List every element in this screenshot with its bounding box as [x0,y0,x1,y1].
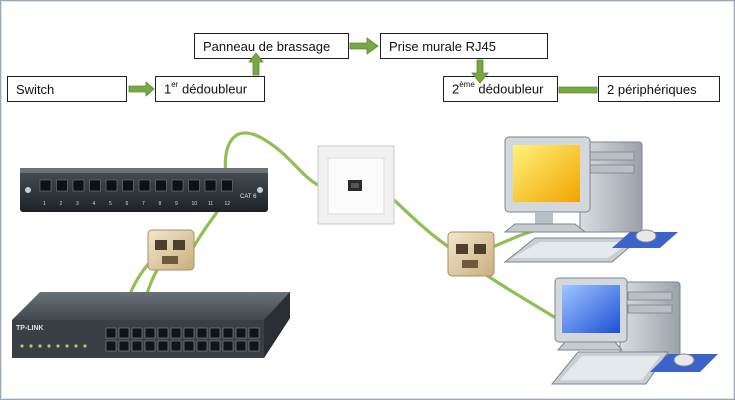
wall-jack-device [317,145,395,225]
switch-port [196,327,208,339]
switch-port [235,327,247,339]
switch-port [157,327,169,339]
switch-led [56,344,60,348]
arrow-splitter2-to-devices [558,86,598,94]
patch-panel-cat-label: CAT 6 [240,194,257,200]
splitter1-coupler [147,229,195,271]
flow-arrows [128,37,598,97]
switch-port [222,327,234,339]
splitter2-coupler [447,231,495,277]
arrow-wall-jack-to-splitter2 [471,59,489,84]
switch-port [131,340,143,352]
splitter2-label: 2ème dédoubleur [452,80,544,97]
patch-panel-port-number: 1 [43,201,46,207]
devices-label: 2 périphériques [607,81,697,97]
switch-led [38,344,42,348]
switch-port [170,340,182,352]
patch-panel-port-number: 11 [208,201,213,207]
patch-panel-port [105,179,118,192]
switch-port [105,327,117,339]
switch-port [131,327,143,339]
switch-brand-label: TP-LINK [16,325,44,332]
patch-panel-port-number: 12 [225,201,231,207]
switch-port [105,340,117,352]
patch-panel-port [56,179,68,192]
arrow-patch-panel-to-wall-jack [349,37,379,55]
patch-panel-port [89,179,101,192]
switch-port [157,340,169,352]
switch-led [65,344,69,348]
patch-panel-port-number: 3 [76,201,79,207]
switch-port [235,340,247,352]
patch-panel-port-number: 5 [109,201,112,207]
patch-panel-port [122,179,134,192]
cable-coupler2-to-pc2 [480,270,558,320]
patch-panel-port [155,179,167,192]
patch-panel-port [39,179,52,192]
cable-panel-to-wall [223,131,320,187]
arrow-switch-to-splitter1 [128,81,155,97]
patch-panel-port-number: 4 [93,201,96,207]
splitter1-box: 1er dédoubleur [155,76,265,102]
devices-box: 2 périphériques [598,76,720,102]
switch-port [118,327,130,339]
switch-port [170,327,182,339]
patch-panel-port-number: 9 [175,201,178,207]
switch-port [209,327,221,339]
switch-port [196,340,208,352]
switch-label: Switch [16,81,55,97]
switch-led [47,344,51,348]
computer-2 [550,277,718,385]
switch-led [74,344,78,348]
switch-box: Switch [7,76,127,102]
switch-led [29,344,33,348]
patch-panel-port [221,179,233,192]
splitter2-box: 2ème dédoubleur [443,76,558,102]
switch-port [248,327,260,339]
switch-led [20,344,24,348]
patch-panel-port [188,179,200,192]
switch-device: TP-LINK [12,292,290,358]
switch-port [209,340,221,352]
wall-jack-label: Prise murale RJ45 [389,38,496,54]
switch-port [222,340,234,352]
patch-panel-port [171,179,184,192]
patch-panel-port [204,179,217,192]
patch-panel-port-number: 10 [192,201,198,207]
patch-panel-box: Panneau de brassage [194,33,349,59]
switch-port [144,340,156,352]
patch-panel-port-number: 7 [142,201,145,207]
switch-led [83,344,87,348]
patch-panel-port [72,179,85,192]
computer-1 [503,136,678,263]
switch-port [183,340,195,352]
patch-panel-port-number: 8 [159,201,162,207]
cable-wall-to-coupler2 [390,196,458,254]
arrow-splitter1-to-patch-panel [248,52,264,76]
patch-panel-label: Panneau de brassage [203,38,331,54]
switch-port [144,327,156,339]
wall-jack-box: Prise murale RJ45 [380,33,548,59]
switch-port [118,340,130,352]
switch-port [183,327,195,339]
patch-panel-port-number: 2 [60,201,63,207]
patch-panel-port [138,179,151,192]
switch-port [248,340,260,352]
splitter1-label: 1er dédoubleur [164,80,248,97]
patch-panel-port-number: 6 [126,201,129,207]
